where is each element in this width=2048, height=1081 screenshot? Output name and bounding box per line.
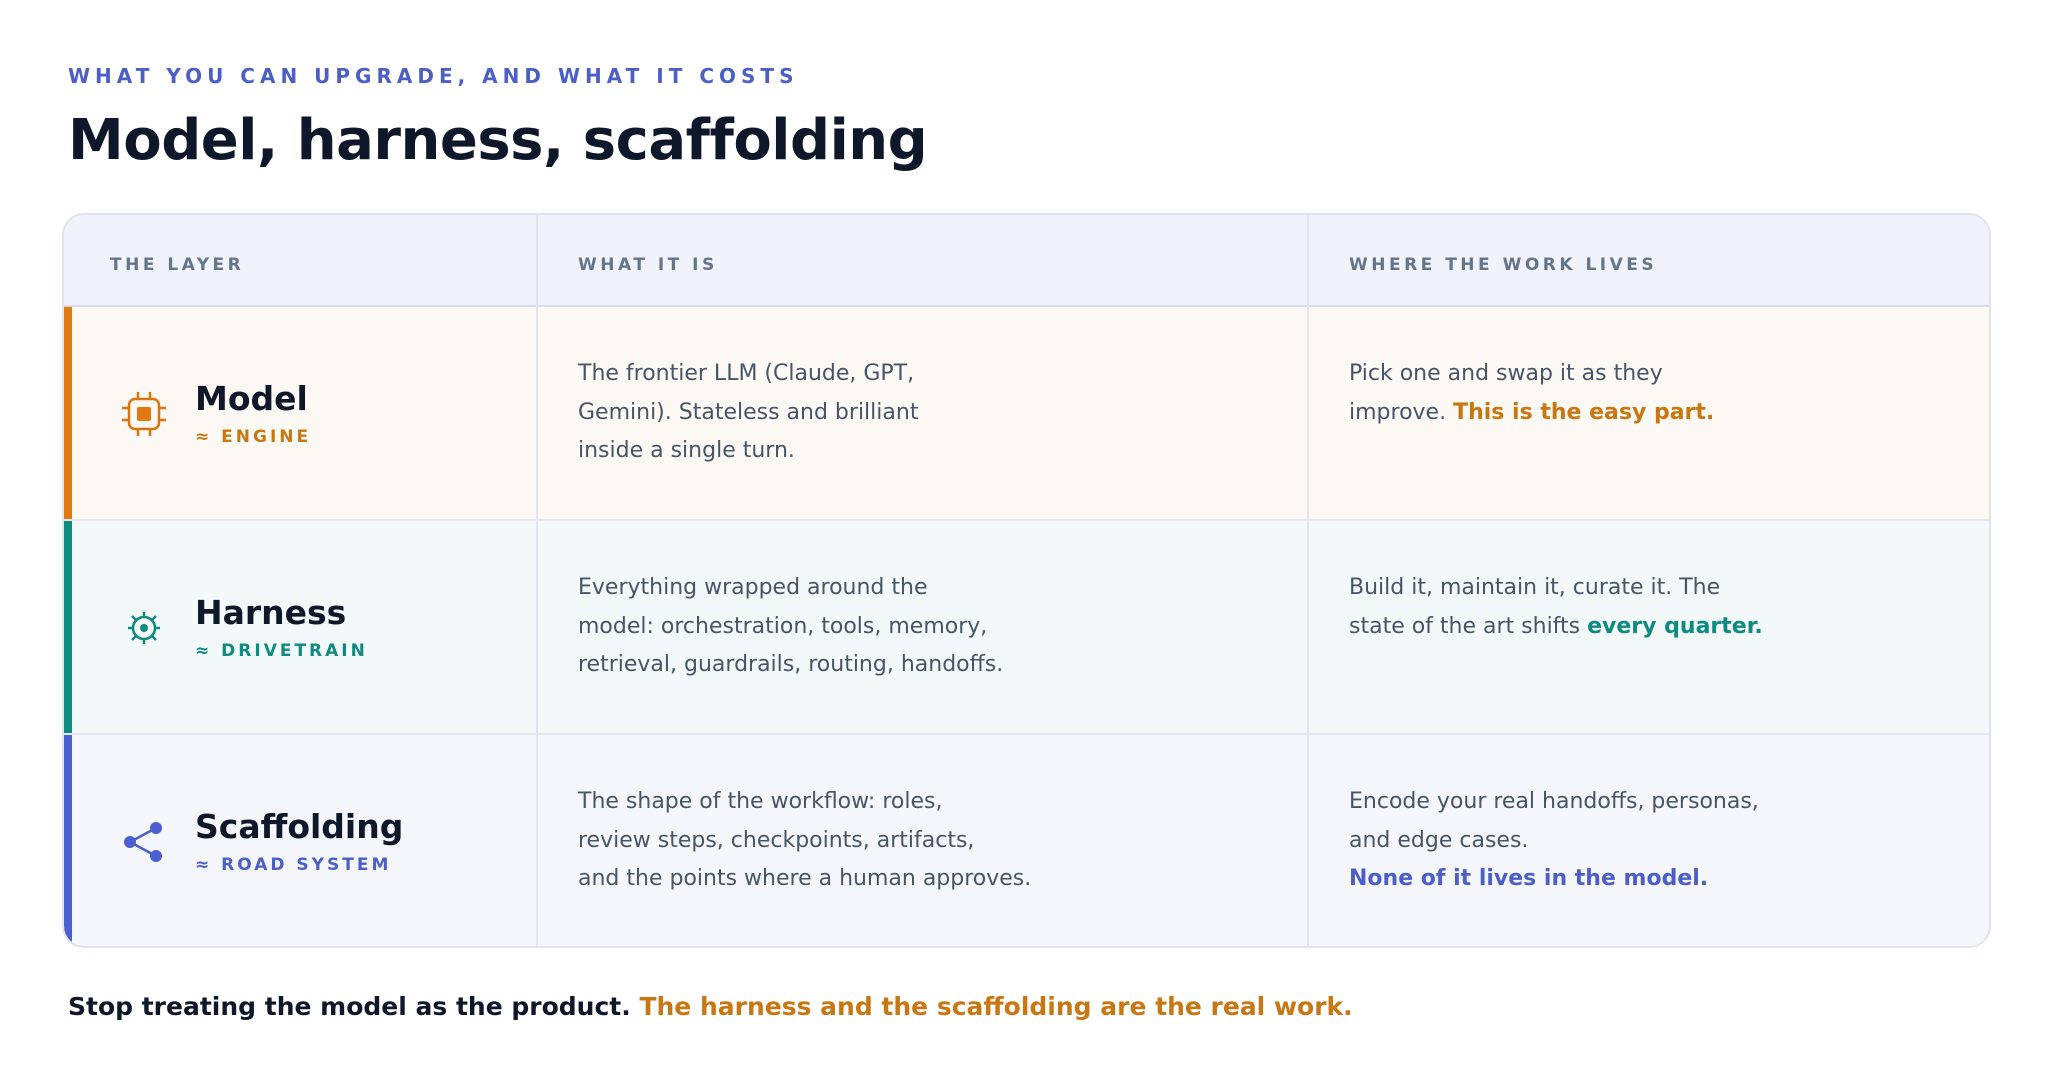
column-header-what: WHAT IT IS bbox=[578, 255, 718, 275]
layer-description: Everything wrapped around the model: orc… bbox=[578, 575, 1004, 677]
table-header: THE LAYER WHAT IT IS WHERE THE WORK LIVE… bbox=[64, 215, 1989, 307]
row-accent-bar bbox=[64, 521, 72, 733]
layer-name: Model bbox=[195, 379, 308, 418]
layers-table: THE LAYER WHAT IT IS WHERE THE WORK LIVE… bbox=[62, 213, 1991, 948]
row-accent-bar bbox=[64, 307, 72, 519]
layer-tag: ≈ ENGINE bbox=[195, 427, 312, 447]
layer-work: Encode your real handoffs, personas, and… bbox=[1349, 783, 1969, 899]
page-title: Model, harness, scaffolding bbox=[68, 108, 928, 173]
gear-icon bbox=[114, 598, 174, 658]
layer-description: The frontier LLM (Claude, GPT, Gemini). … bbox=[578, 361, 919, 463]
table-row-harness: Harness ≈ DRIVETRAIN Everything wrapped … bbox=[64, 521, 1989, 735]
chip-icon bbox=[114, 384, 174, 444]
row-accent-bar bbox=[64, 735, 72, 946]
layer-tag: ≈ ROAD SYSTEM bbox=[195, 855, 392, 875]
eyebrow: WHAT YOU CAN UPGRADE, AND WHAT IT COSTS bbox=[68, 64, 799, 88]
layer-work: Pick one and swap it as they improve. Th… bbox=[1349, 361, 1715, 425]
layer-work: Build it, maintain it, curate it. The st… bbox=[1349, 575, 1763, 639]
footer-highlight: The harness and the scaffolding are the … bbox=[639, 992, 1353, 1021]
work-highlight: every quarter. bbox=[1587, 613, 1763, 639]
work-highlight: This is the easy part. bbox=[1453, 399, 1715, 425]
column-header-work: WHERE THE WORK LIVES bbox=[1349, 255, 1658, 275]
layer-tag: ≈ DRIVETRAIN bbox=[195, 641, 368, 661]
column-divider bbox=[536, 215, 538, 946]
layer-name: Harness bbox=[195, 593, 347, 632]
column-header-layer: THE LAYER bbox=[110, 255, 245, 275]
column-divider bbox=[1307, 215, 1309, 946]
layer-description: The shape of the workflow: roles, review… bbox=[578, 789, 1032, 891]
footer-statement: Stop treating the model as the product. … bbox=[68, 992, 1353, 1021]
share-nodes-icon bbox=[114, 812, 174, 872]
table-row-model: Model ≈ ENGINE The frontier LLM (Claude,… bbox=[64, 307, 1989, 521]
table-row-scaffolding: Scaffolding ≈ ROAD SYSTEM The shape of t… bbox=[64, 735, 1989, 946]
work-highlight: None of it lives in the model. bbox=[1349, 866, 1709, 891]
layer-name: Scaffolding bbox=[195, 807, 404, 846]
